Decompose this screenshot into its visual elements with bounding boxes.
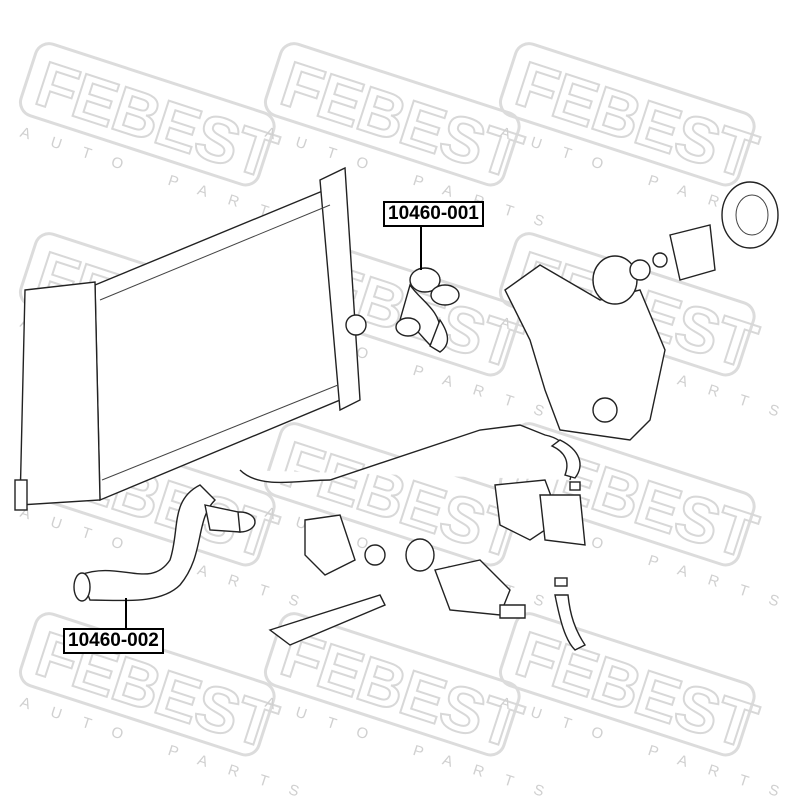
part-callout-10460-001[interactable]: 10460-001 bbox=[383, 201, 484, 227]
part-callout-10460-002[interactable]: 10460-002 bbox=[63, 628, 164, 654]
engine-front-cover bbox=[504, 181, 779, 441]
callout-leader-002 bbox=[125, 598, 127, 630]
callout-leader-001 bbox=[420, 225, 422, 270]
upper-radiator-hose bbox=[395, 267, 460, 353]
radiator bbox=[14, 166, 367, 511]
bypass-pipe bbox=[239, 424, 581, 484]
lower-radiator-hose bbox=[73, 484, 256, 602]
thermostat-housing bbox=[268, 479, 587, 651]
